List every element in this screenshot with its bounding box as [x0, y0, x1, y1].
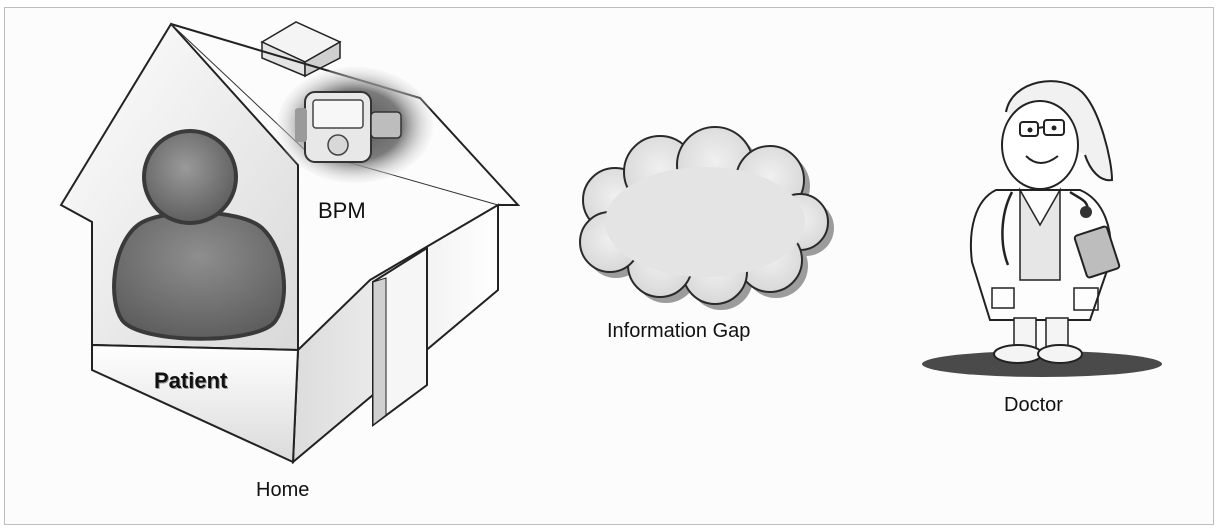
- blood-pressure-monitor-icon: [277, 67, 433, 183]
- person-silhouette-icon: [112, 129, 287, 341]
- doctor-icon: [922, 80, 1162, 377]
- doctor-label: Doctor: [1004, 394, 1063, 416]
- patient-label: Patient: [154, 368, 228, 393]
- bpm-label: BPM: [318, 198, 366, 223]
- cloud-icon: [579, 126, 834, 310]
- information-gap-label: Information Gap: [607, 320, 751, 342]
- home-label: Home: [256, 479, 310, 501]
